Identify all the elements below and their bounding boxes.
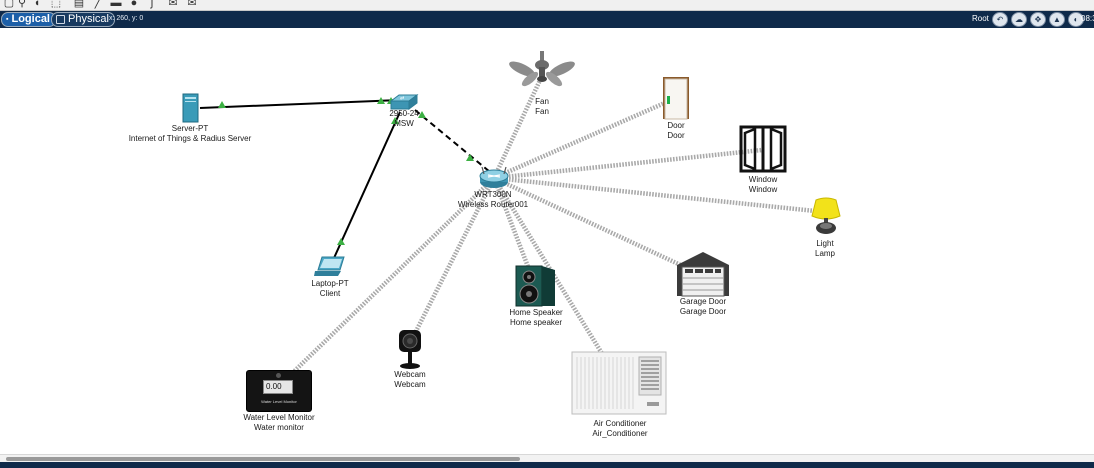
horizontal-scrollbar[interactable] [0,454,1094,462]
home-speaker-device[interactable] [515,265,557,307]
air-conditioner-device[interactable] [571,351,667,415]
device-type: Laptop-PT [311,279,349,288]
laptop-label: Laptop-PT Client [311,279,348,298]
lamp-device[interactable] [808,196,844,238]
device-type: Fan [535,97,549,106]
horizontal-scrollbar-thumb[interactable] [6,457,520,461]
device-type: Garage Door [679,297,727,306]
device-type: Home Speaker [509,308,563,317]
add-complex-pdu-icon[interactable]: ✉ [187,0,197,9]
window-device[interactable] [739,125,787,173]
door-icon [663,77,689,120]
wireless-router-icon [479,166,509,188]
server-label: Server-PT Internet of Things & Radius Se… [129,124,252,143]
note-icon[interactable]: ▤ [73,0,85,9]
svg-text:⇄: ⇄ [400,96,404,102]
tab-physical[interactable]: Physical [51,12,115,27]
router-label: WRT300N Wireless Router001 [458,190,528,209]
door-label: Door Door [667,121,684,140]
garage-door-icon [677,252,729,297]
server-device[interactable] [180,93,202,123]
device-type: 2950-24 [389,109,419,118]
home-speaker-label: Home Speaker Home speaker [509,308,562,327]
device-name: MSW [394,118,414,128]
resize-icon[interactable]: ⬚ [50,0,62,9]
device-type: Window [748,175,778,184]
tab-physical-label: Physical [68,13,109,25]
garage-door-label: Garage Door Garage Door [680,297,726,316]
viewport-icon[interactable]: ◐ [1068,12,1084,27]
water-monitor-caption: Water Level Monitor [261,399,297,404]
ceiling-fan-icon [509,51,575,87]
device-type: Server-PT [171,124,209,133]
device-name: Lamp [814,248,836,258]
device-type: Door [667,121,685,130]
device-type: Light [816,239,834,248]
search-icon[interactable]: ⚲ [17,0,27,9]
main-toolbar: ▢ ⚲ ◖ ⬚ ▤ ╱ ▬ ● ʃ ✉ ✉ [0,0,1094,11]
freeform-icon[interactable]: ʃ [150,0,154,9]
root-label: Root [972,14,989,23]
physical-mode-icon [56,15,65,24]
device-name: Door [667,130,685,140]
clock: 08:3 [1081,14,1094,23]
tab-logical-label: Logical [11,13,50,25]
door-device[interactable] [662,76,690,120]
device-name: Water monitor [254,422,304,432]
water-monitor-label: Water Level Monitor Water monitor [243,413,314,432]
workspace-mode-bar: ▪ Logical Physical x: 260, y: 0 Root ↶ ☁… [0,11,1094,28]
delete-icon[interactable]: ◖ [33,0,41,9]
water-level-display: 0.00 [263,380,293,394]
sensor-dot [276,373,281,378]
garage-door-device[interactable] [676,251,730,297]
device-name: Wireless Router001 [457,199,529,209]
set-background-icon[interactable]: ▲ [1049,12,1065,27]
cluster-icon[interactable]: ☁ [1011,12,1027,27]
window-label: Window Window [749,175,777,194]
switch-icon: ⇄ [389,94,419,110]
device-type: WRT300N [474,190,512,199]
speaker-icon [515,265,555,307]
device-name: Webcam [394,379,426,389]
lamp-icon [811,197,841,234]
move-object-icon[interactable]: ✥ [1030,12,1046,27]
router-device[interactable] [478,166,510,190]
select-icon[interactable]: ▢ [3,0,15,9]
logical-mode-icon: ▪ [6,16,9,23]
ellipse-icon[interactable]: ● [130,0,138,9]
device-name: Air_Conditioner [592,428,648,438]
webcam-device[interactable] [396,328,424,372]
laptop-icon [314,256,345,276]
device-name: Internet of Things & Radius Server [128,133,252,143]
device-name: Fan [535,106,549,116]
webcam-label: Webcam Webcam [394,370,425,389]
window-icon [739,125,787,173]
device-type: Water Level Monitor [243,413,315,422]
draw-line-icon[interactable]: ╱ [94,0,102,9]
fan-label: Fan Fan [535,97,549,116]
water-level-monitor-device[interactable]: 0.00 Water Level Monitor [246,370,312,412]
webcam-icon [399,330,421,369]
air-conditioner-label: Air Conditioner Air_Conditioner [592,419,647,438]
bottom-status-bar [0,462,1094,468]
switch-device[interactable]: ⇄ [389,93,419,111]
back-icon[interactable]: ↶ [992,12,1008,27]
device-name: Window [748,184,778,194]
lamp-label: Light Lamp [815,239,835,258]
device-type: Air Conditioner [593,419,647,428]
device-name: Garage Door [679,306,727,316]
device-type: Webcam [394,370,426,379]
tab-logical[interactable]: ▪ Logical [1,12,56,27]
server-icon [182,93,199,123]
laptop-device[interactable] [314,256,346,278]
switch-label: 2950-24 MSW [389,109,418,128]
add-pdu-icon[interactable]: ✉ [168,0,178,9]
device-name: Client [319,288,341,298]
cursor-coordinates: x: 260, y: 0 [109,15,144,22]
air-conditioner-icon [571,351,667,415]
device-name: Home speaker [509,317,563,327]
fan-device[interactable] [508,51,576,96]
rectangle-icon[interactable]: ▬ [110,0,122,9]
